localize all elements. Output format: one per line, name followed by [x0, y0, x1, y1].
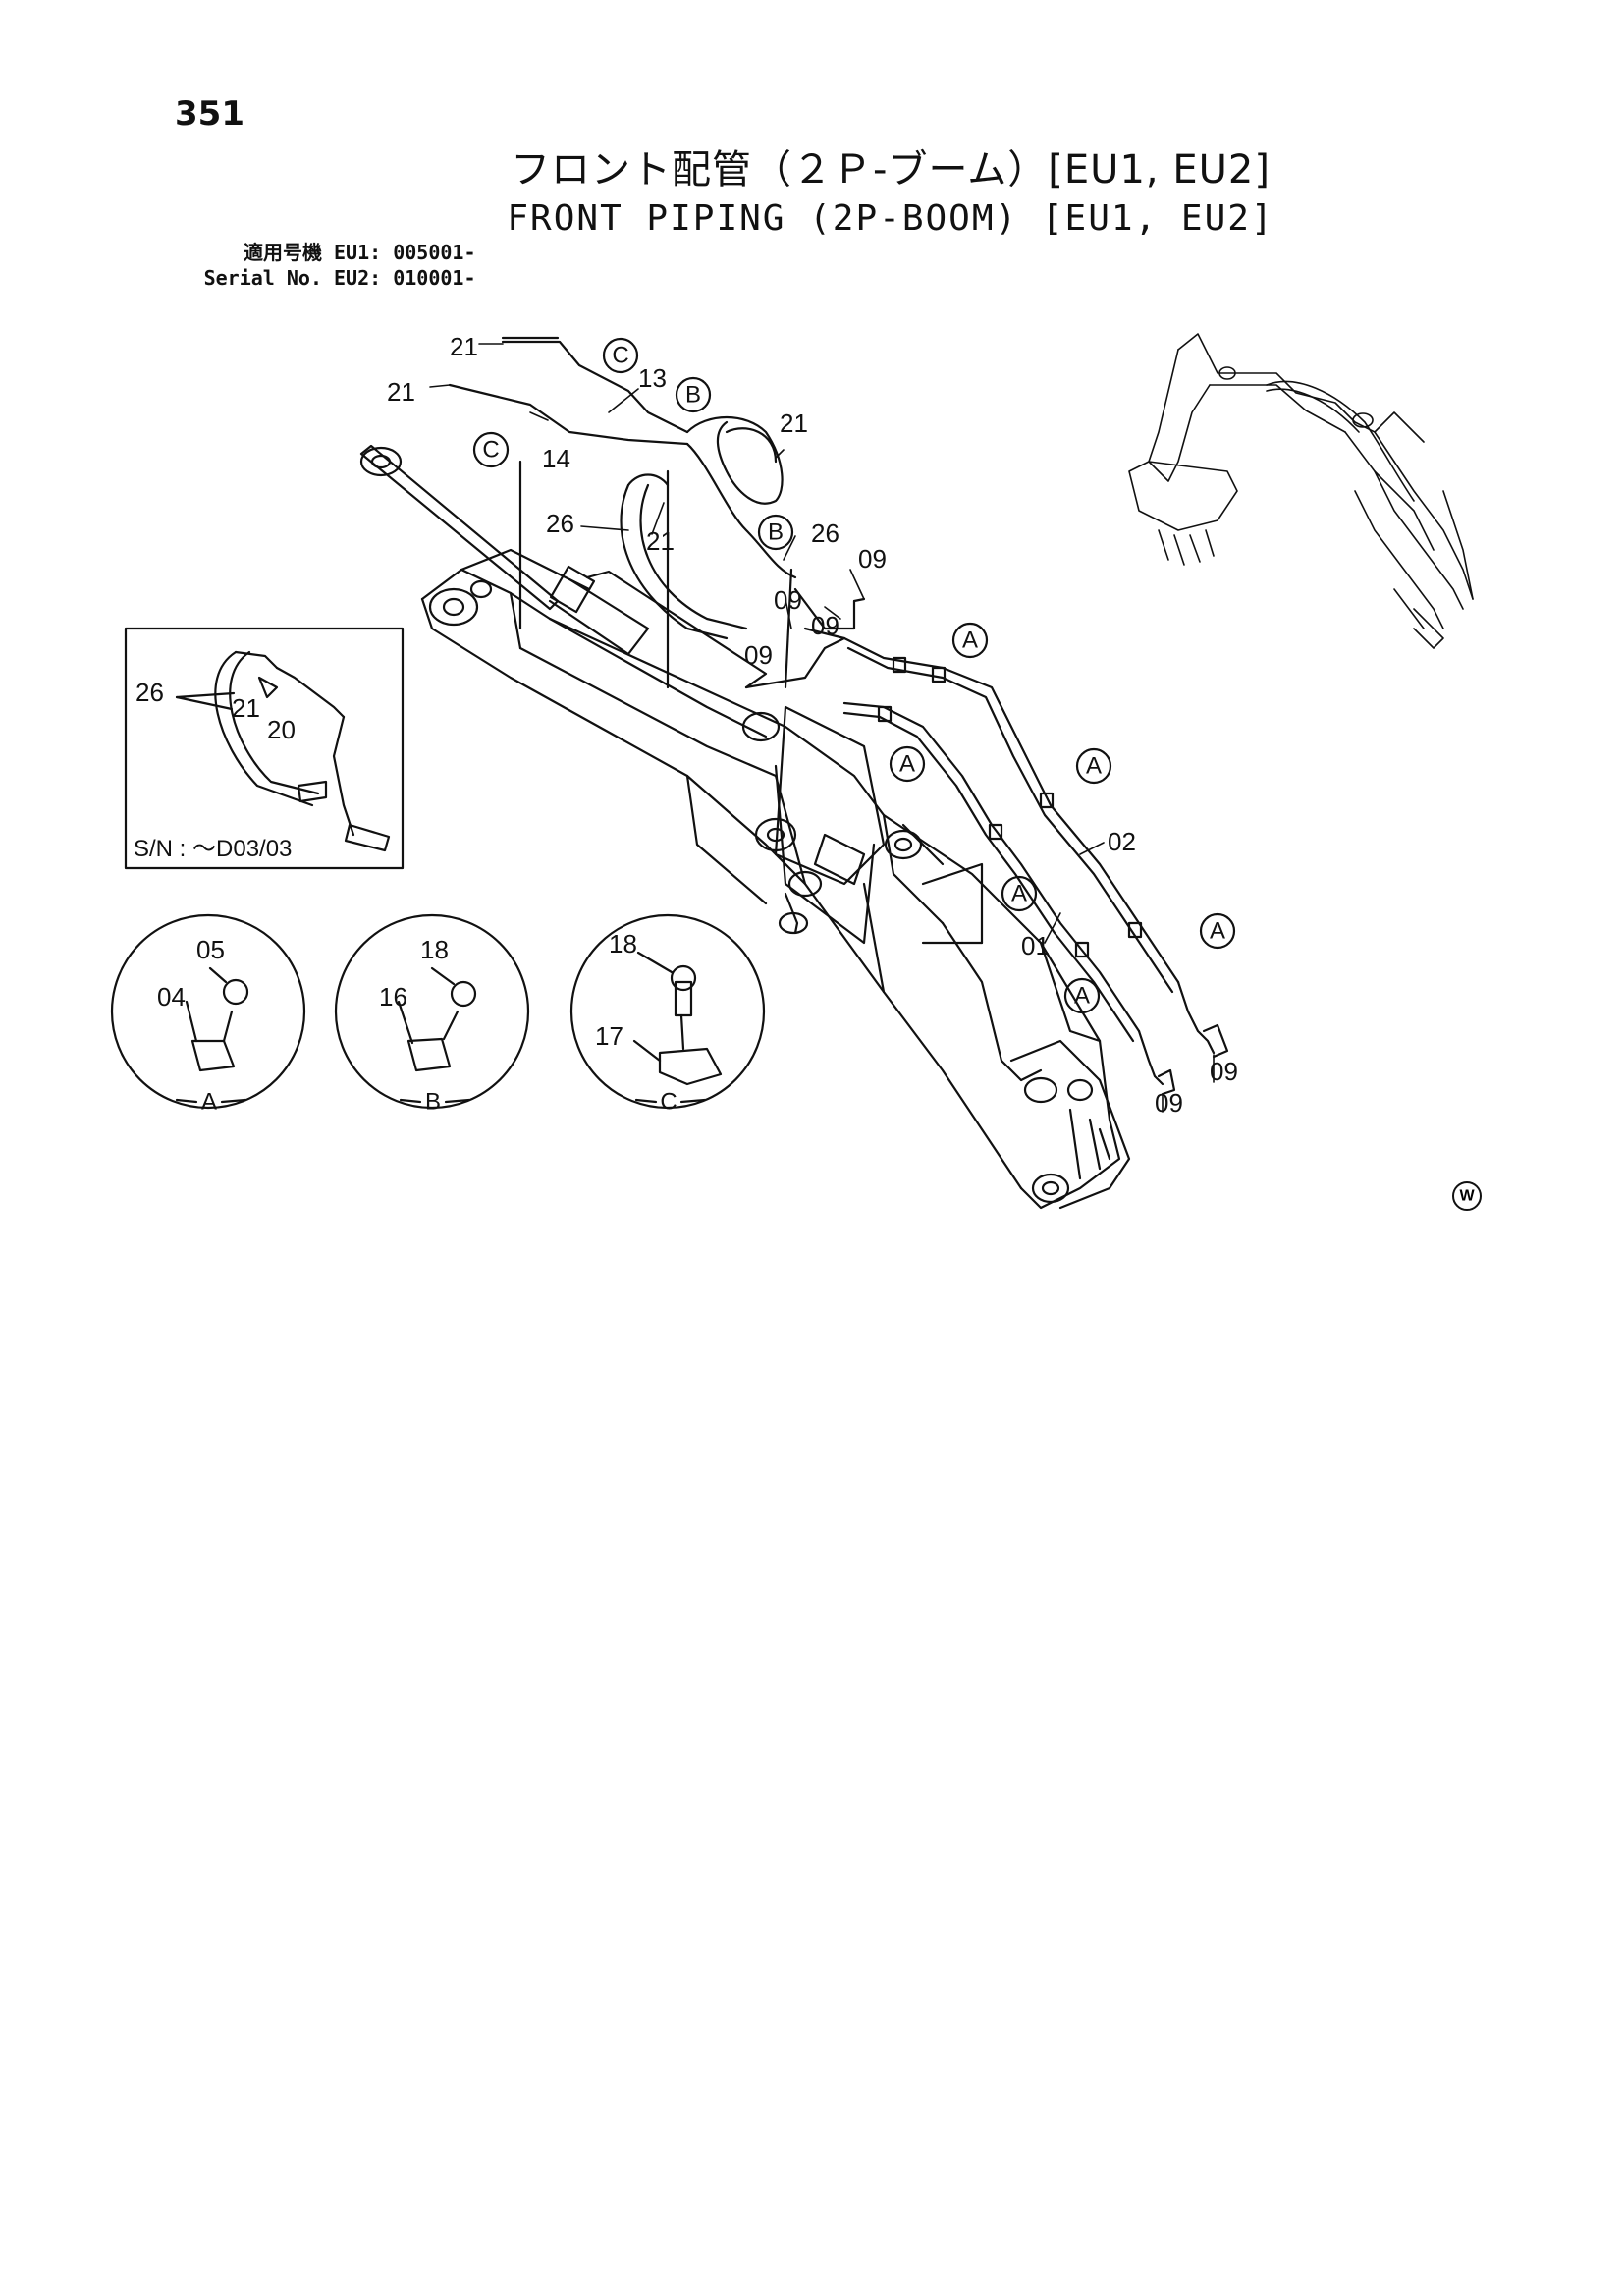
- detail-letter-a: A: [201, 1089, 217, 1116]
- title-english: FRONT PIPING (2P-BOOM) [EU1, EU2]: [507, 198, 1274, 239]
- serial-row-eu1: 適用号機 EU1: 005001-: [175, 240, 476, 265]
- part-14: 14: [542, 444, 570, 473]
- part-18-a: 18: [420, 935, 449, 964]
- part-09-d: 09: [744, 640, 773, 670]
- title-block: フロント配管（２Ｐ-ブーム）[EU1, EU2] FRONT PIPING (2…: [0, 137, 1624, 239]
- part-04: 04: [157, 982, 186, 1011]
- boom-drawing: [420, 460, 1131, 1210]
- serial-eu1: EU1: 005001-: [334, 241, 476, 264]
- part-21-d: 21: [646, 526, 675, 556]
- callout-c-top: C: [612, 343, 628, 369]
- part-21-c: 21: [780, 409, 808, 438]
- part-09-f: 09: [1155, 1088, 1183, 1118]
- callout-a1: A: [962, 628, 978, 654]
- part-26-b: 26: [811, 519, 839, 548]
- part-20: 20: [267, 715, 296, 744]
- part-26-a: 26: [546, 509, 574, 538]
- logo-mark: W: [1459, 1188, 1475, 1205]
- part-02: 02: [1108, 827, 1136, 856]
- arm-cylinder-drawing: [359, 444, 768, 689]
- part-05: 05: [196, 935, 225, 964]
- serial-info: 適用号機 EU1: 005001- Serial No. EU2: 010001…: [175, 240, 476, 291]
- part-01: 01: [1021, 931, 1050, 960]
- callout-a5: A: [1210, 918, 1225, 945]
- part-13: 13: [638, 363, 667, 393]
- part-21-a: 21: [450, 332, 478, 361]
- part-18-b: 18: [609, 929, 637, 958]
- serial-row-eu2: Serial No. EU2: 010001-: [175, 265, 476, 291]
- part-21-e: 21: [232, 693, 260, 723]
- callout-a4: A: [1011, 881, 1027, 907]
- serial-label-jp: 適用号機: [244, 241, 322, 264]
- part-21-b: 21: [387, 377, 415, 407]
- callout-circles: [472, 337, 1236, 1014]
- serial-eu2: EU2: 010001-: [334, 266, 476, 290]
- part-26-c: 26: [135, 678, 164, 707]
- detail-letter-c: C: [660, 1089, 677, 1116]
- upper-hoses: [448, 336, 866, 689]
- callout-a6: A: [1074, 983, 1090, 1010]
- detail-circles: [110, 913, 766, 1110]
- inset-detail: [124, 627, 405, 870]
- inset-serial-note: S/N : ～D03/03: [134, 836, 292, 862]
- part-09-b: 09: [774, 585, 802, 615]
- callout-c-left: C: [482, 437, 499, 464]
- excavator-overview: [1128, 333, 1474, 649]
- leader-lines: [429, 343, 1215, 1113]
- callout-a2: A: [899, 751, 915, 778]
- callout-b-top: B: [685, 382, 701, 409]
- logo-mark-circle: [1452, 1181, 1482, 1211]
- part-09-c: 09: [811, 611, 839, 640]
- boom-pipes: [842, 636, 1229, 1096]
- part-09-e: 09: [1210, 1057, 1238, 1086]
- callout-b-mid: B: [768, 519, 784, 546]
- page-number: 351: [175, 94, 244, 134]
- callout-a3: A: [1086, 753, 1102, 780]
- detail-letter-b: B: [425, 1089, 441, 1116]
- part-16: 16: [379, 982, 407, 1011]
- serial-label-en: Serial No.: [203, 266, 322, 290]
- title-japanese: フロント配管（２Ｐ-ブーム）[EU1, EU2]: [511, 147, 1271, 192]
- part-09-a: 09: [858, 544, 887, 574]
- part-17: 17: [595, 1021, 623, 1051]
